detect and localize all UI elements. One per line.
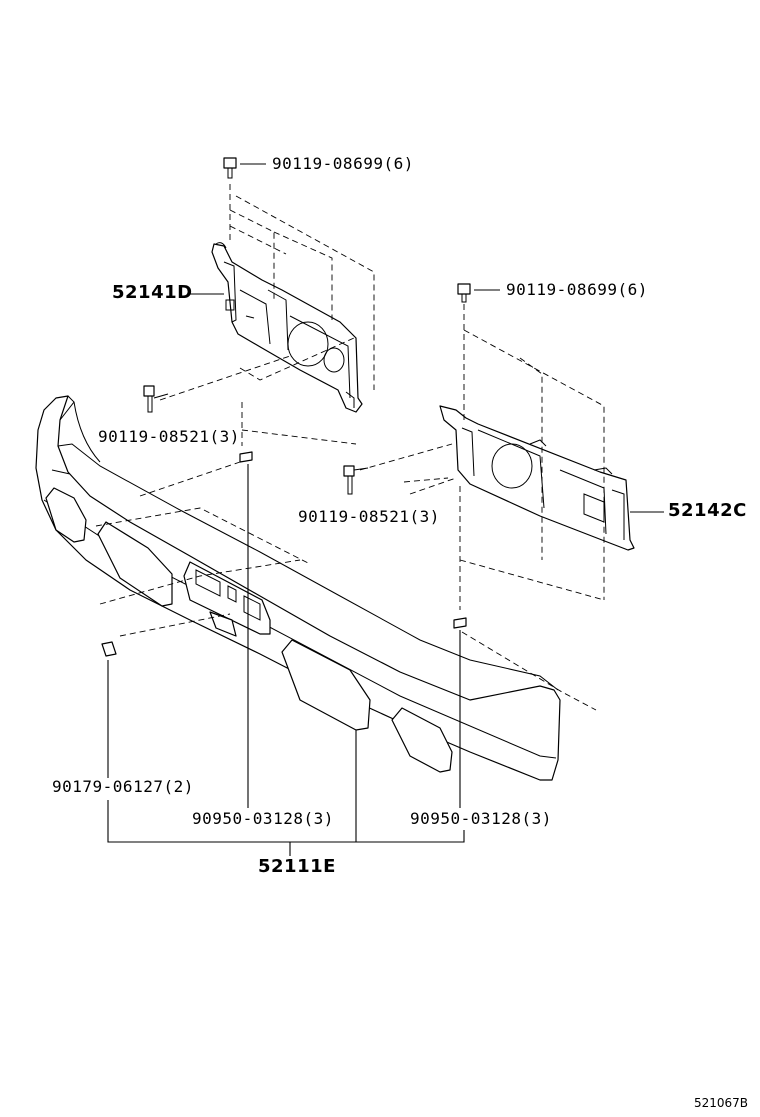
part-label-bolt-top-left: 90119-08699(6) [272,154,414,173]
part-label-screw-right: 90119-08521(3) [298,507,440,526]
retainer-right-icon [453,617,467,629]
clip-left-icon [101,641,117,657]
leader-lines [107,163,664,856]
retainer-left-icon [239,451,253,463]
screw-left-icon [143,385,155,413]
bolt-top-left-icon [223,157,237,179]
part-label-screw-left: 90119-08521(3) [98,427,240,446]
part-label-right-bracket: 52142C [668,500,747,521]
part-label-clip-left: 90179-06127(2) [52,777,194,796]
part-label-bumper: 52111E [258,856,336,877]
part-label-bolt-top-right: 90119-08699(6) [506,280,648,299]
diagram-code: 521067B [694,1096,749,1110]
left-bumper-bracket [211,242,363,413]
assembly-guide-lines [95,184,605,711]
part-label-left-bracket: 52141D [112,282,193,303]
front-bumper [35,395,561,781]
screw-right-icon [343,465,355,495]
part-label-retainer-right: 90950-03128(3) [410,809,552,828]
right-bumper-bracket [439,405,635,551]
part-label-retainer-left: 90950-03128(3) [192,809,334,828]
bolt-top-right-icon [457,283,471,303]
